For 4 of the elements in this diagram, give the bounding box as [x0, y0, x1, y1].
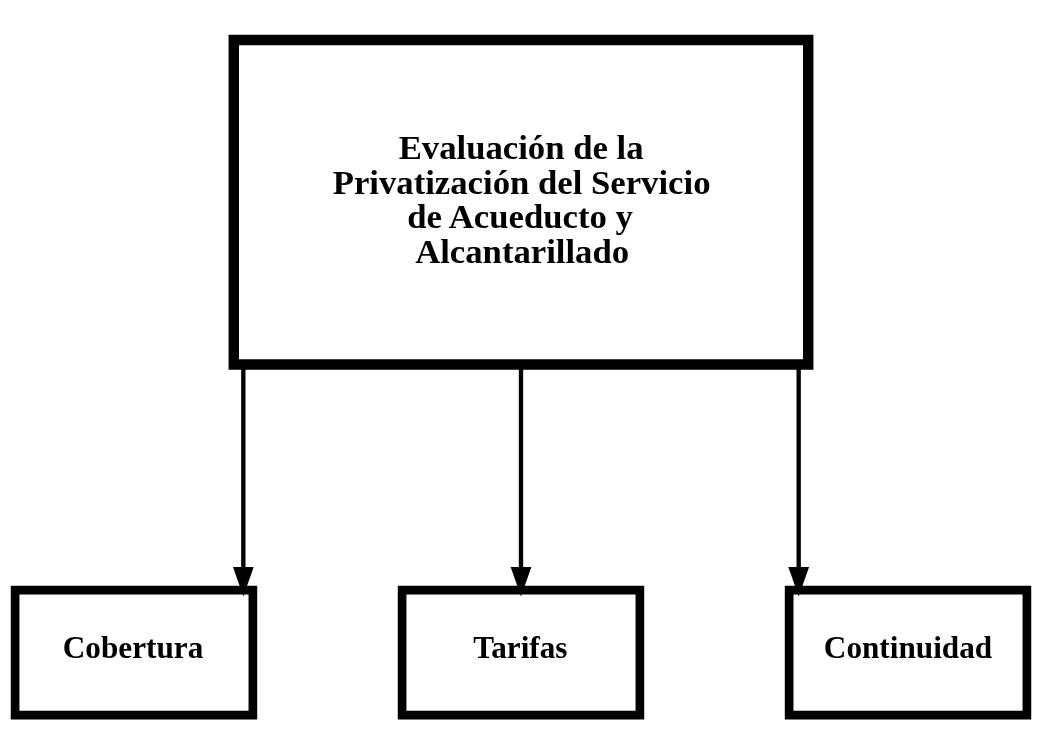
node-box: Tarifas — [397, 585, 645, 719]
node-box: Evaluación de la Privatización del Servicio de Acueducto y Alcantarillado — [228, 34, 814, 370]
node-box: Continuidad — [784, 585, 1032, 719]
node-box: Cobertura — [10, 585, 258, 719]
